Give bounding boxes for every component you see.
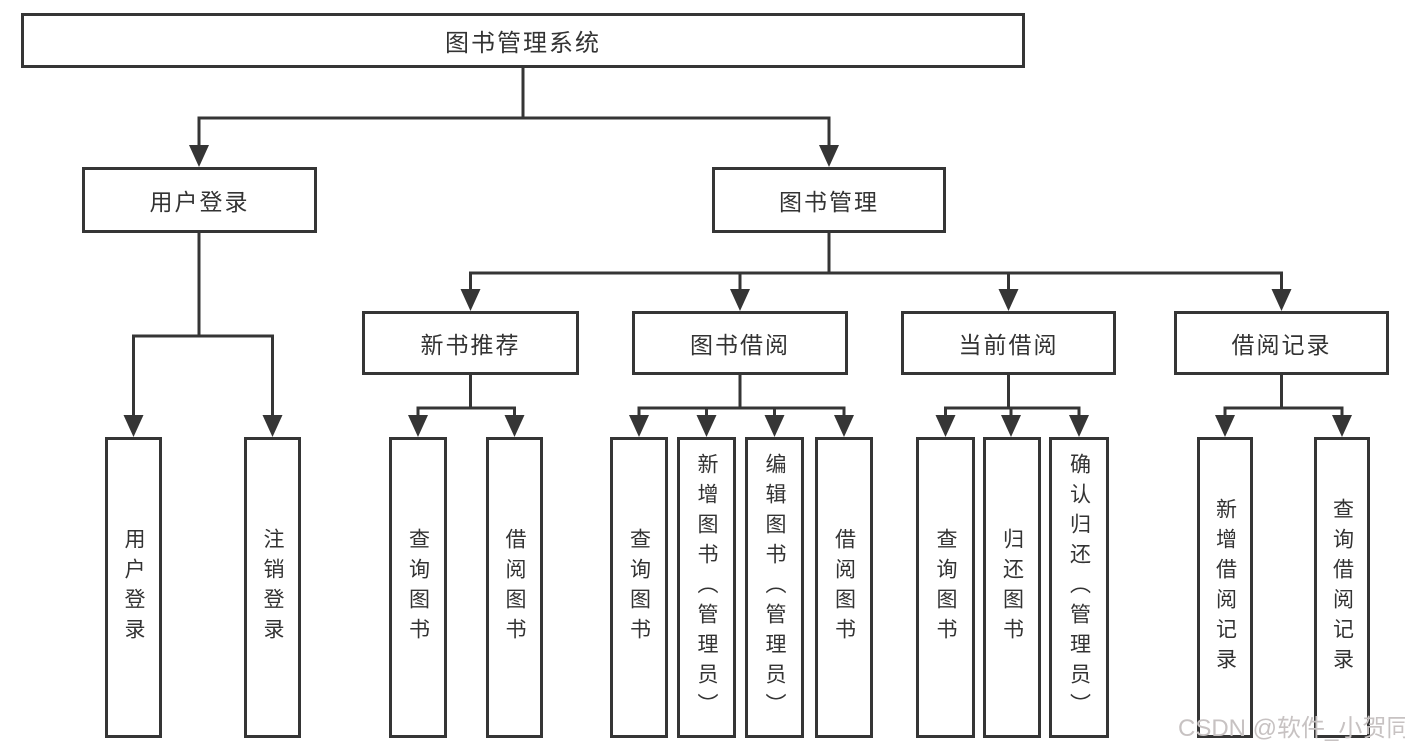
node-cb-query-label: 查询图书 (934, 527, 957, 648)
edge-userlogin-to-children (132, 233, 274, 421)
arrow-down-icon (730, 289, 750, 311)
edge-root-to-level2 (197, 68, 831, 151)
arrow-down-icon (998, 289, 1019, 311)
arrow-down-icon (629, 415, 649, 437)
node-logout: 注销登录 (244, 437, 301, 738)
node-current-borrow-label: 当前借阅 (958, 332, 1059, 358)
node-current-borrow: 当前借阅 (901, 311, 1116, 375)
node-book-mgmt: 图书管理 (712, 167, 946, 233)
edge-bookborrow-to-children (637, 375, 846, 421)
node-cb-return-label: 归还图书 (1000, 527, 1024, 648)
node-cb-confirm: 确认归还（管理员） (1049, 437, 1109, 738)
node-cb-confirm-label: 确认归还（管理员） (1067, 452, 1091, 723)
node-borrow-record-label: 借阅记录 (1231, 332, 1332, 358)
arrow-down-icon (834, 415, 854, 437)
node-login-label: 用户登录 (122, 527, 145, 648)
arrow-down-icon (1001, 415, 1021, 437)
csdn-watermark: CSDN @软件_小贺同学 (1178, 715, 1405, 742)
arrowheads (123, 145, 1352, 437)
node-book-borrow-label: 图书借阅 (690, 332, 790, 358)
node-bb-add-label: 新增图书（管理员） (695, 452, 718, 723)
node-bb-borrow-label: 借阅图书 (832, 527, 856, 648)
arrow-down-icon (764, 415, 785, 437)
edge-borrowrecord-to-children (1223, 375, 1344, 421)
arrow-down-icon (935, 415, 956, 437)
arrow-down-icon (460, 289, 481, 311)
arrow-down-icon (189, 145, 209, 167)
node-bb-edit: 编辑图书（管理员） (745, 437, 804, 738)
node-root-label: 图书管理系统 (445, 30, 601, 57)
arrow-down-icon (696, 415, 717, 437)
node-bb-add: 新增图书（管理员） (677, 437, 736, 738)
node-bb-query-label: 查询图书 (627, 527, 651, 648)
node-br-query: 查询借阅记录 (1314, 437, 1370, 738)
node-borrow-record: 借阅记录 (1174, 311, 1389, 375)
node-book-borrow: 图书借阅 (632, 311, 848, 375)
node-br-query-label: 查询借阅记录 (1330, 497, 1354, 678)
edge-lines (132, 68, 1344, 421)
edge-bookmgmt-to-level3 (469, 233, 1283, 295)
node-bb-borrow: 借阅图书 (815, 437, 873, 738)
arrow-down-icon (123, 415, 144, 437)
arrow-down-icon (504, 415, 525, 437)
node-cb-query: 查询图书 (916, 437, 975, 738)
arrow-down-icon (1271, 289, 1292, 311)
node-nbr-query-label: 查询图书 (406, 527, 430, 648)
node-bb-edit-label: 编辑图书（管理员） (763, 452, 786, 723)
node-user-login: 用户登录 (82, 167, 317, 233)
node-cb-return: 归还图书 (983, 437, 1041, 738)
node-nbr-borrow-label: 借阅图书 (503, 527, 526, 648)
edge-newbookrec-to-children (416, 375, 516, 421)
node-br-add-label: 新增借阅记录 (1213, 497, 1237, 678)
node-user-login-label: 用户登录 (149, 189, 250, 215)
node-nbr-borrow: 借阅图书 (486, 437, 543, 738)
arrow-down-icon (1215, 415, 1235, 437)
node-book-mgmt-label: 图书管理 (779, 189, 879, 215)
node-new-book-rec-label: 新书推荐 (420, 332, 521, 358)
edge-currentborrow-to-children (944, 375, 1081, 421)
node-br-add: 新增借阅记录 (1197, 437, 1253, 738)
arrow-down-icon (1069, 415, 1089, 437)
node-logout-label: 注销登录 (261, 527, 284, 648)
arrow-down-icon (1332, 415, 1352, 437)
node-nbr-query: 查询图书 (389, 437, 447, 738)
node-login: 用户登录 (105, 437, 162, 738)
node-new-book-rec: 新书推荐 (362, 311, 579, 375)
node-bb-query: 查询图书 (610, 437, 668, 738)
node-root: 图书管理系统 (21, 13, 1025, 68)
arrow-down-icon (408, 415, 428, 437)
arrow-down-icon (262, 415, 283, 437)
arrow-down-icon (819, 145, 839, 167)
